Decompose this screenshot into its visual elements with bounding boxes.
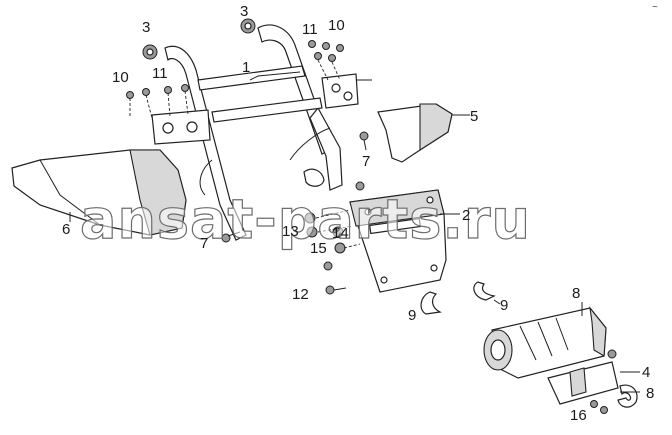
- callout-15: 15: [310, 240, 327, 257]
- part-7-bolt-right[interactable]: [359, 131, 369, 151]
- callout-4: 4: [642, 364, 650, 381]
- callout-11-right: 11: [302, 21, 318, 38]
- part-8-winch[interactable]: [483, 306, 607, 379]
- callout-16: 16: [570, 407, 587, 424]
- callout-9-left: 9: [408, 307, 416, 324]
- callout-10-right: 10: [328, 17, 345, 34]
- callout-7-left: 7: [200, 235, 208, 252]
- callout-12: 12: [292, 286, 309, 303]
- corner-mark: ~: [652, 2, 658, 13]
- callout-13: 13: [282, 223, 299, 240]
- part-7-bolt-left[interactable]: [221, 231, 241, 243]
- callout-8-hook: 8: [646, 385, 654, 402]
- callout-10-left: 10: [112, 69, 129, 86]
- part-1-bumper-frame[interactable]: [151, 24, 372, 241]
- callout-6: 6: [62, 221, 70, 238]
- part-9-clip-right[interactable]: [473, 281, 496, 301]
- callout-7-right: 7: [362, 153, 370, 170]
- part-5-side-cover[interactable]: [377, 103, 453, 163]
- callout-3-right: 3: [240, 3, 248, 20]
- part-8-hook[interactable]: [617, 384, 638, 408]
- part-2-mount-plate[interactable]: [349, 189, 447, 293]
- part-3-end-cap-right[interactable]: [240, 18, 256, 34]
- hardware-stack[interactable]: [304, 181, 365, 295]
- leader-lines: [69, 71, 640, 393]
- bolt-group-left[interactable]: [126, 84, 189, 119]
- part-9-clip-left[interactable]: [420, 291, 442, 315]
- callout-labels: 3 3 11 10 1 10 11 5 7 6 2 13 14 15 7 12 …: [62, 3, 654, 424]
- bolt-group-right[interactable]: [308, 40, 344, 81]
- callout-5: 5: [470, 108, 478, 125]
- callout-2: 2: [462, 207, 470, 224]
- part-3-end-cap-left[interactable]: [142, 44, 158, 60]
- part-16-bolts[interactable]: [590, 400, 608, 414]
- callout-8-winch: 8: [572, 285, 580, 302]
- part-6-side-fairing[interactable]: [11, 149, 187, 236]
- watermark: ansat-parts.ru: [80, 188, 531, 251]
- callout-14: 14: [332, 225, 349, 242]
- callout-1: 1: [242, 59, 250, 76]
- callout-11-left: 11: [152, 65, 168, 82]
- callout-3-left: 3: [142, 19, 150, 36]
- part-4-winch-bracket[interactable]: [547, 349, 619, 405]
- callout-9-right: 9: [500, 297, 508, 314]
